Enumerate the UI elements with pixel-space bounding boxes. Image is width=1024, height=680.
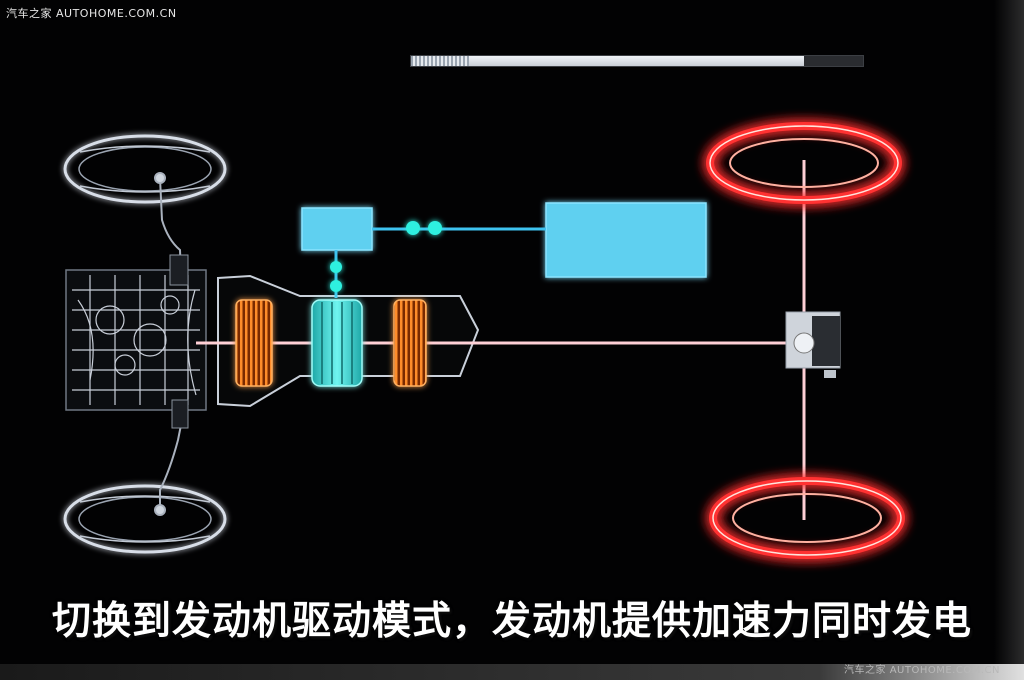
rear-right-wheel [709,477,905,559]
front-left-wheel [63,134,227,204]
inverter-icon [301,207,373,251]
rear-left-wheel [706,122,902,204]
front-right-wheel [63,484,227,554]
front-suspension-links [154,172,183,516]
screen-bezel-bottom [0,664,1024,680]
motor-generator-icon [311,299,363,387]
energy-flow-dots [330,221,442,292]
engine-icon [65,254,207,429]
progress-bar-fill [411,56,805,66]
watermark-top: 汽车之家 AUTOHOME.COM.CN [6,7,177,20]
power-electronics [301,202,707,298]
progress-bar [410,55,864,67]
differential-icon [785,311,841,378]
subtitle-caption: 切换到发动机驱动模式，发动机提供加速力同时发电 [51,599,972,644]
clutch-rear [393,299,427,387]
battery-icon [545,202,707,278]
watermark-bottom: 汽车之家 AUTOHOME.COM.CN [844,665,1000,676]
screen-edge-glare [994,0,1024,680]
clutch-front [235,299,273,387]
